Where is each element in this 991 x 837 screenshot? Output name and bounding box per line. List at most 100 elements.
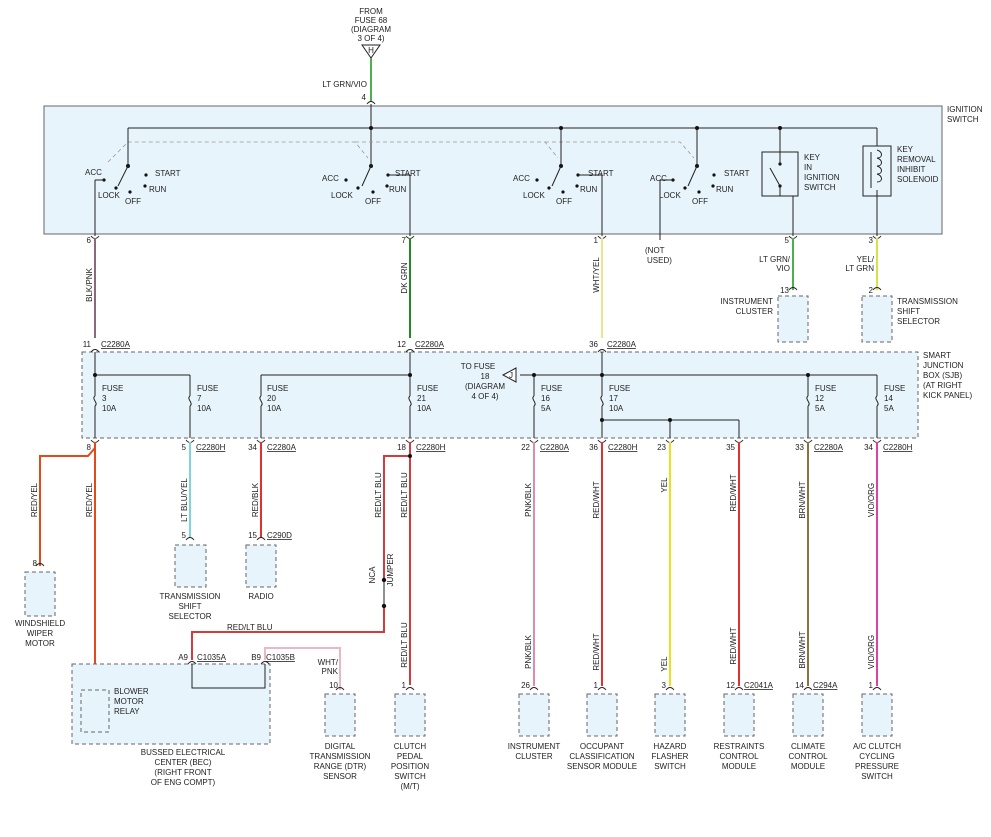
wire-label: VIO/ORG	[867, 483, 876, 517]
junction-dot	[369, 126, 373, 130]
component-label: SHIFT	[897, 307, 920, 316]
source-label: 3 OF 4)	[357, 34, 384, 43]
wire-label: LT BLU/YEL	[180, 478, 189, 522]
ocs-box	[586, 693, 618, 737]
fuse-12: FUSE 12 5A	[806, 384, 836, 438]
connector-label: C2280A	[101, 340, 131, 349]
start-label: START	[588, 169, 614, 178]
not-used-label: (NOT	[645, 246, 665, 255]
start-label: START	[395, 169, 421, 178]
jumper-dot	[381, 603, 387, 609]
pin-label: 7	[402, 236, 407, 245]
wire-label: RED/WHT	[729, 627, 738, 664]
rcm-box	[723, 693, 755, 737]
wire-wht-pnk	[264, 647, 341, 690]
fuse-element-icon	[93, 395, 97, 407]
key-in-switch: KEY IN IGNITION SWITCH	[761, 151, 840, 236]
acc-label: ACC	[513, 174, 530, 183]
connector-arc	[256, 537, 266, 541]
connector-arc	[187, 661, 197, 665]
wire-label: BRN/WHT	[798, 631, 807, 668]
pin-label: 26	[521, 681, 530, 690]
fuse-rating: 10A	[102, 404, 117, 413]
fuse-element-icon	[806, 395, 810, 407]
junction-dot	[93, 373, 97, 377]
connector-label: C2280A	[267, 443, 297, 452]
ccm-box	[792, 693, 824, 737]
component-label: SWITCH	[861, 772, 893, 781]
pin-label: 1	[594, 236, 599, 245]
wire-label: RED/BLK	[251, 482, 260, 517]
bec-label: CENTER (BEC)	[155, 758, 212, 767]
fuse-number: 17	[609, 394, 618, 403]
connector-arc	[529, 687, 539, 691]
fuse-element-icon	[875, 395, 879, 407]
hazard-flasher-switch: 3 HAZARD FLASHER SWITCH	[652, 681, 689, 771]
connector-arc	[35, 563, 45, 567]
connector-j-symbol	[501, 367, 517, 383]
switch-blade	[687, 165, 698, 187]
blower-relay-box	[80, 689, 110, 733]
trans-shift-top-box	[861, 295, 893, 343]
radio-box	[245, 544, 277, 588]
pin-label: 8	[87, 443, 92, 452]
pin-label: 1	[869, 681, 874, 690]
connector-arc	[260, 661, 270, 665]
fuse-element-icon	[408, 395, 412, 407]
component-label: MOTOR	[25, 639, 55, 648]
wire-label: PNK/BLK	[524, 634, 533, 668]
component-label: PEDAL	[397, 752, 424, 761]
contact-dot	[697, 190, 701, 194]
bec-label: OF ENG COMPT)	[151, 778, 216, 787]
pin-label: 34	[248, 443, 257, 452]
key-removal-label: REMOVAL	[897, 155, 936, 164]
component-label: POSITION	[391, 762, 429, 771]
key-in-label: IGNITION	[804, 173, 840, 182]
pin-label: 8	[33, 559, 38, 568]
run-label: RUN	[389, 185, 407, 194]
fuse-rating: 10A	[267, 404, 282, 413]
occupant-classification-module: 1 OCCUPANT CLASSIFICATION SENSOR MODULE	[567, 681, 637, 771]
component-label: SENSOR MODULE	[567, 762, 637, 771]
pin-label: 4	[362, 93, 367, 102]
connector-h-label: H	[368, 46, 374, 55]
wire-label: LT GRN	[845, 264, 874, 273]
fuse-label: FUSE	[541, 384, 562, 393]
connector-arc	[405, 349, 415, 353]
acc-label: ACC	[322, 174, 339, 183]
switch-blade	[117, 165, 129, 187]
wire-label: WHT/YEL	[592, 257, 601, 293]
wire-label: RED/LT BLU	[374, 472, 383, 518]
wire-label: RED/LT BLU	[400, 472, 409, 518]
pin-label: 14	[795, 681, 804, 690]
climate-control-module: 14 C294A CLIMATE CONTROL MODULE	[788, 681, 838, 771]
key-removal-label: INHIBIT	[897, 165, 926, 174]
off-label: OFF	[365, 197, 381, 206]
source-label: FUSE 68	[355, 16, 388, 25]
connector-label: C294A	[813, 681, 838, 690]
component-label: TRANSMISSION	[160, 592, 221, 601]
contact-dot	[535, 178, 539, 182]
components: 8 WINDSHIELD WIPER MOTOR 5 TRANSMISSION …	[15, 531, 901, 791]
fuse-rating: 10A	[417, 404, 432, 413]
not-used-label: USED)	[647, 256, 672, 265]
connector-arc	[366, 101, 376, 105]
connector-arc	[90, 349, 100, 353]
junction-dot	[408, 373, 412, 377]
connector-label: C2280A	[415, 340, 445, 349]
fuse-17: FUSE 17 10A	[600, 384, 740, 438]
fuse-3: FUSE 3 10A	[93, 384, 123, 438]
to-fuse-label: TO FUSE	[461, 362, 496, 371]
jumper-dot	[381, 577, 387, 583]
relay-label: BLOWER	[114, 687, 149, 696]
bec-label: (RIGHT FRONT	[154, 768, 211, 777]
component-label: WINDSHIELD	[15, 619, 65, 628]
switch-blade	[769, 167, 781, 187]
fuse-element-icon	[188, 395, 192, 407]
bussed-electrical-center: A9 C1035A B9 C1035B 86 BLOWER MOTOR RELA…	[71, 653, 295, 787]
junction-dot	[695, 126, 699, 130]
component-label: WIPER	[27, 629, 53, 638]
component-label: DIGITAL	[325, 742, 356, 751]
contact-dot	[683, 186, 687, 190]
